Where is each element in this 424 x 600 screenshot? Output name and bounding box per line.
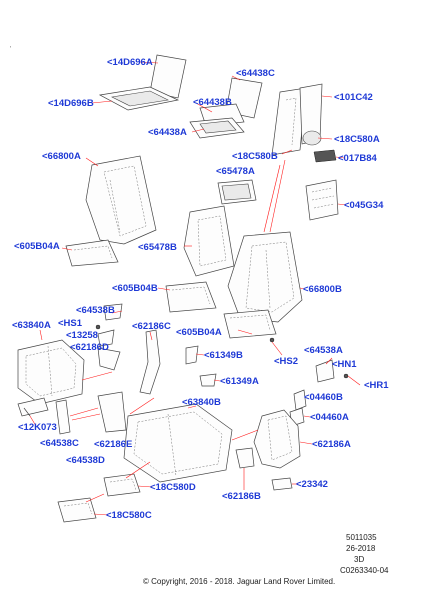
callout-62186b[interactable]: <62186B bbox=[222, 491, 261, 502]
callout-18c580d[interactable]: <18C580D bbox=[150, 482, 196, 493]
part-23342 bbox=[271, 477, 298, 491]
part-101c42-frame bbox=[271, 83, 333, 156]
callout-017b84[interactable]: <017B84 bbox=[338, 153, 377, 164]
part-64538c bbox=[55, 399, 71, 435]
callout-14d696a[interactable]: <14D696A bbox=[107, 57, 153, 68]
callout-605b04a-left[interactable]: <605B04A bbox=[14, 241, 60, 252]
callout-64438a[interactable]: <64438A bbox=[148, 127, 187, 138]
part-62186d bbox=[97, 347, 121, 371]
copyright-notice: © Copyright, 2016 - 2018. Jaguar Land Ro… bbox=[143, 577, 336, 586]
drawing-date: 26-2018 bbox=[346, 544, 376, 553]
part-64538a bbox=[315, 357, 361, 386]
part-hs1-64538b bbox=[95, 303, 123, 347]
part-62186a bbox=[253, 409, 313, 469]
callout-23342[interactable]: <23342 bbox=[296, 479, 328, 490]
callout-62186d[interactable]: <62186D bbox=[70, 342, 109, 353]
callout-hr1[interactable]: <HR1 bbox=[364, 380, 389, 391]
part-61349a bbox=[199, 373, 221, 387]
callout-64438b[interactable]: <64438B bbox=[193, 97, 232, 108]
callout-66800b[interactable]: <66800B bbox=[303, 284, 342, 295]
callout-04460b[interactable]: <04460B bbox=[304, 392, 343, 403]
callout-65478b[interactable]: <65478B bbox=[138, 242, 177, 253]
part-605b04a-rail-left bbox=[61, 239, 119, 267]
callout-045g34[interactable]: <045G34 bbox=[344, 200, 384, 211]
callout-hs2[interactable]: <HS2 bbox=[274, 356, 299, 367]
part-14d696b bbox=[91, 86, 180, 111]
part-66800a-seatback bbox=[85, 155, 157, 245]
callout-hn1[interactable]: <HN1 bbox=[332, 359, 357, 370]
part-65478b bbox=[183, 205, 235, 277]
callout-64538a[interactable]: <64538A bbox=[304, 345, 343, 356]
part-65478a bbox=[217, 179, 257, 205]
callout-14d696b[interactable]: <14D696B bbox=[48, 98, 94, 109]
callout-18c580c[interactable]: <18C580C bbox=[106, 510, 152, 521]
callout-18c580a[interactable]: <18C580A bbox=[334, 134, 380, 145]
callout-66800a[interactable]: <66800A bbox=[42, 151, 81, 162]
svg-text:': ' bbox=[10, 46, 11, 53]
callout-64538c[interactable]: <64538C bbox=[40, 438, 79, 449]
part-045g34 bbox=[305, 179, 347, 221]
part-605b04b-rail bbox=[157, 281, 217, 313]
callout-62186e[interactable]: <62186E bbox=[94, 439, 133, 450]
part-63840b-cushion bbox=[123, 403, 233, 483]
part-18c580d bbox=[103, 461, 153, 497]
callout-64438c[interactable]: <64438C bbox=[236, 68, 275, 79]
drawing-view: 3D bbox=[354, 555, 365, 564]
callout-61349b[interactable]: <61349B bbox=[204, 350, 243, 361]
part-62186e bbox=[69, 391, 127, 433]
part-18c580c bbox=[57, 493, 109, 523]
callout-18c580b[interactable]: <18C580B bbox=[232, 151, 278, 162]
callout-12k073[interactable]: <12K073 bbox=[18, 422, 57, 433]
callout-63840b[interactable]: <63840B bbox=[182, 397, 221, 408]
part-61349b bbox=[185, 345, 205, 365]
part-017b84 bbox=[313, 149, 345, 163]
part-12k073 bbox=[17, 397, 49, 427]
callout-101c42[interactable]: <101C42 bbox=[334, 92, 373, 103]
part-62186b bbox=[235, 447, 255, 490]
part-64438a bbox=[189, 117, 245, 139]
part-14d696a bbox=[139, 54, 187, 99]
drawing-reference: C0263340-04 bbox=[340, 566, 389, 575]
callout-63840a[interactable]: <63840A bbox=[12, 320, 51, 331]
callout-64538d[interactable]: <64538D bbox=[66, 455, 105, 466]
callout-605b04a-mid[interactable]: <605B04A bbox=[176, 327, 222, 338]
callout-62186a[interactable]: <62186A bbox=[312, 439, 351, 450]
callout-04460a[interactable]: <04460A bbox=[310, 412, 349, 423]
callout-65478a[interactable]: <65478A bbox=[216, 166, 255, 177]
drawing-number: 5011035 bbox=[346, 533, 377, 542]
part-605b04a-rail-mid bbox=[223, 309, 277, 339]
callout-hs1[interactable]: <HS1 bbox=[58, 318, 83, 329]
callout-605b04b[interactable]: <605B04B bbox=[112, 283, 158, 294]
callout-61349a[interactable]: <61349A bbox=[220, 376, 259, 387]
part-66800b-seatback bbox=[227, 159, 305, 323]
callout-62186c[interactable]: <62186C bbox=[132, 321, 171, 332]
callout-13258[interactable]: <13258 bbox=[66, 330, 98, 341]
part-62186c bbox=[139, 329, 161, 395]
part-04460b bbox=[293, 389, 307, 411]
part-hs2 bbox=[269, 337, 283, 356]
callout-64538b[interactable]: <64538B bbox=[76, 305, 115, 316]
part-63840a-cushion bbox=[17, 329, 85, 405]
